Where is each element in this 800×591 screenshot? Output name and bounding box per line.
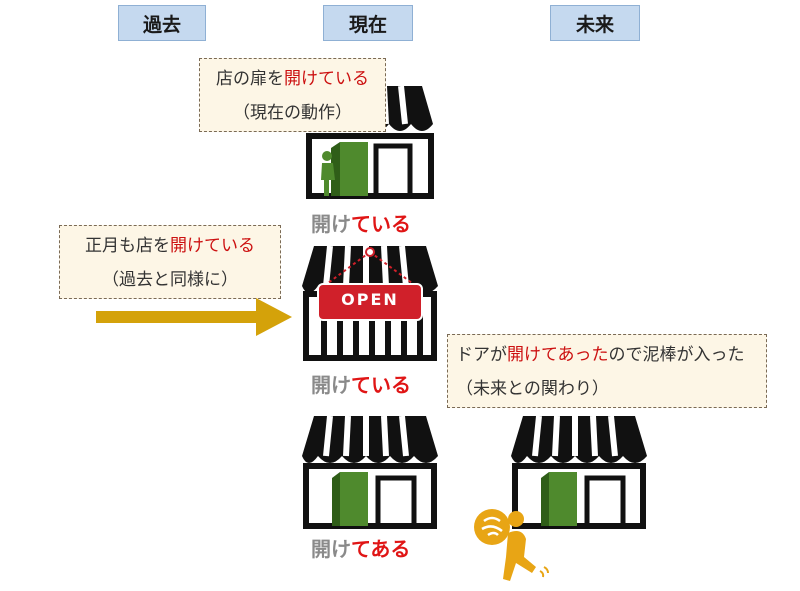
header-present: 現在 <box>323 5 413 41</box>
note-future-sub: （未来との関わり） <box>456 379 609 399</box>
caption-2: 開けている <box>311 369 411 398</box>
note-present-sub: （現在の動作） <box>233 103 352 123</box>
note-future-text-a: ドアが <box>456 345 507 365</box>
note-present-red: 開けている <box>284 69 369 89</box>
header-past: 過去 <box>118 5 206 41</box>
store-open-sign-icon <box>302 245 438 361</box>
note-past-red: 開けている <box>170 236 255 256</box>
store-future-icon <box>511 415 647 529</box>
note-future: ドアが開けてあったので泥棒が入った （未来との関わり） <box>447 334 767 408</box>
note-past-sub: （過去と同様に） <box>102 270 238 290</box>
note-future-text-b: ので泥棒が入った <box>608 345 745 365</box>
caption-2-red: ている <box>351 373 411 397</box>
open-sign-label: OPEN <box>341 290 399 309</box>
thief-icon <box>474 509 549 581</box>
caption-1: 開けている <box>311 208 411 237</box>
note-future-red: 開けてあった <box>507 345 609 365</box>
header-future: 未来 <box>550 5 640 41</box>
note-present: 店の扉を開けている （現在の動作） <box>199 58 386 132</box>
caption-3-gray: 開け <box>311 537 351 561</box>
caption-3-red: てある <box>351 537 411 561</box>
store-door-open-icon <box>302 415 438 529</box>
caption-1-gray: 開け <box>311 212 351 236</box>
note-present-text: 店の扉を <box>216 69 284 89</box>
caption-1-red: ている <box>351 212 411 236</box>
caption-2-gray: 開け <box>311 373 351 397</box>
note-past-text: 正月も店を <box>85 236 170 256</box>
caption-3: 開けてある <box>311 533 410 562</box>
note-past: 正月も店を開けている （過去と同様に） <box>59 225 281 299</box>
arrow-past-to-present <box>96 298 292 336</box>
